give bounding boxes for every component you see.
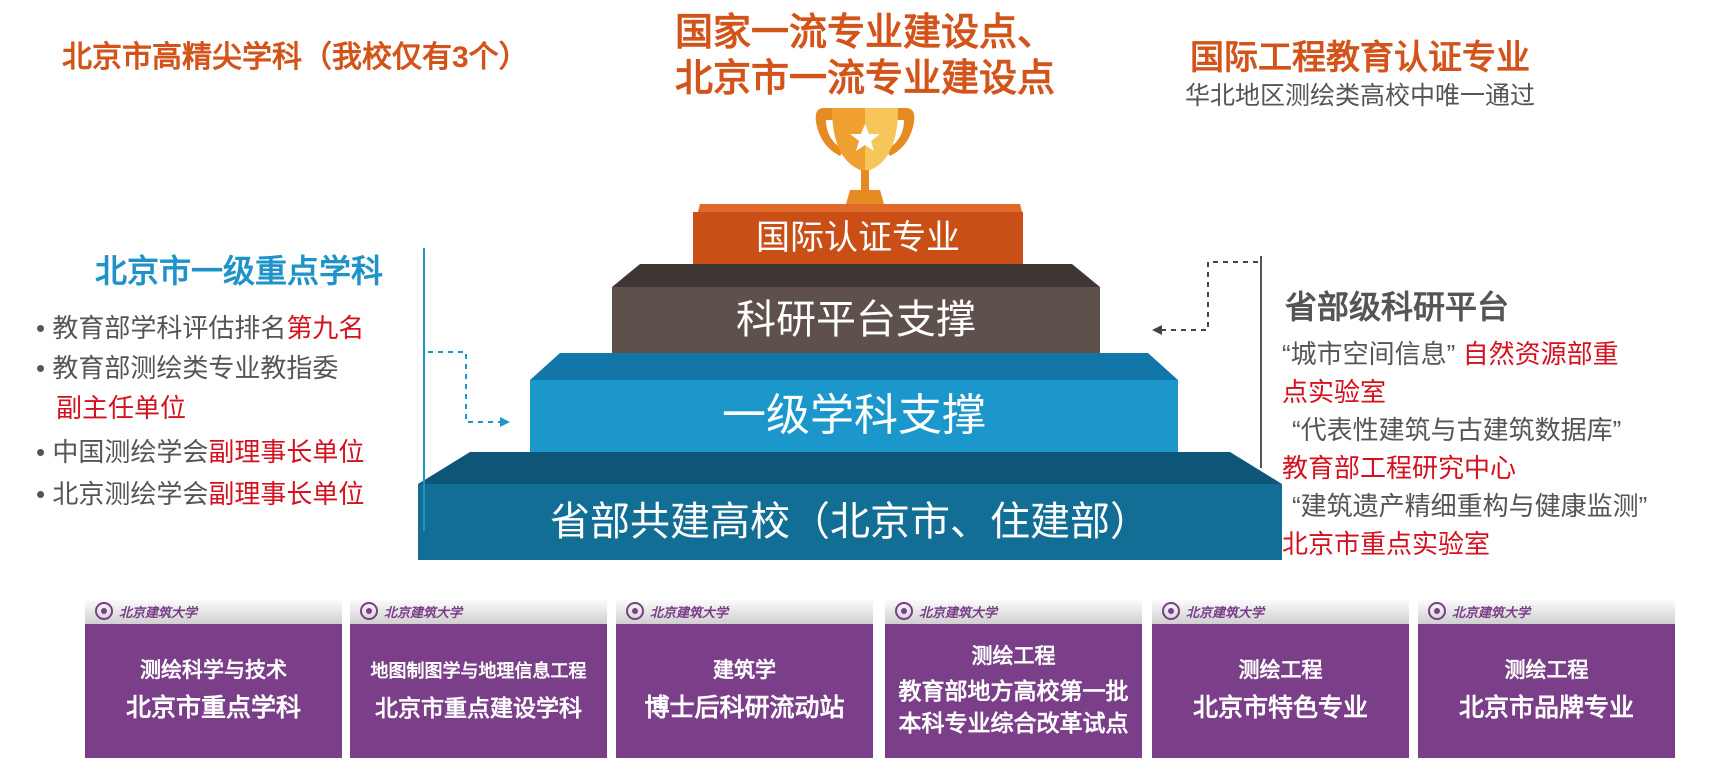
card-school-name: 北京建筑大学 (650, 605, 729, 620)
left-list-item: • 北京测绘学会副理事长单位 (36, 479, 365, 509)
top-center-title: 国家一流专业建设点、 北京市一流专业建设点 (660, 10, 1070, 102)
right-list-item: “城市空间信息” 自然资源部重 (1282, 339, 1619, 369)
card-3: 北京建筑大学 建筑学 博士后科研流动站 (616, 598, 873, 758)
pyramid-step-4-label: 省部共建高校（北京市、住建部） (550, 500, 1150, 544)
top-right-subtitle: 华北地区测绘类高校中唯一通过 (1184, 82, 1535, 110)
card-line1: 地图制图学与地理信息工程 (370, 661, 587, 681)
card-school-name: 北京建筑大学 (1186, 605, 1265, 620)
card-body: 测绘工程 教育部地方高校第一批 本科专业综合改革试点 (885, 624, 1142, 758)
right-list-item: “代表性建筑与古建筑数据库” (1292, 415, 1622, 445)
right-connector-arrow (1162, 261, 1258, 331)
card-body: 测绘科学与技术 北京市重点学科 (85, 624, 342, 758)
card-body: 地图制图学与地理信息工程 北京市重点建设学科 (350, 624, 607, 758)
card-line2: 教育部地方高校第一批 (898, 678, 1129, 704)
left-connector-arrow (428, 351, 500, 423)
school-logo-icon (1428, 602, 1446, 620)
left-divider (423, 248, 425, 531)
card-school-name: 北京建筑大学 (384, 605, 463, 620)
pyramid-step-4-top (418, 452, 1282, 484)
top-right-title: 国际工程教育认证专业 (1190, 39, 1530, 77)
school-logo-icon (95, 602, 113, 620)
trophy-star-icon (850, 124, 880, 151)
card-header: 北京建筑大学 (885, 598, 1142, 624)
card-line1: 测绘工程 (971, 645, 1056, 668)
pyramid-step-2-label: 科研平台支撑 (736, 298, 976, 342)
center-title-line1: 国家一流专业建设点、 (674, 12, 1055, 54)
pyramid-step-3-top (530, 353, 1178, 380)
card-2: 北京建筑大学 地图制图学与地理信息工程 北京市重点建设学科 (350, 598, 607, 758)
card-body: 测绘工程 北京市特色专业 (1152, 624, 1409, 758)
school-logo-icon (895, 602, 913, 620)
left-list-item: • 教育部测绘类专业教指委 (36, 353, 339, 383)
card-school-name: 北京建筑大学 (119, 605, 198, 620)
right-list-item: 教育部工程研究中心 (1282, 453, 1517, 483)
pyramid-step-1-label: 国际认证专业 (756, 219, 960, 257)
card-line2: 北京市重点学科 (125, 694, 301, 722)
card-header: 北京建筑大学 (1152, 598, 1409, 624)
center-title-line2: 北京市一流专业建设点 (674, 58, 1055, 100)
card-line2: 北京市重点建设学科 (375, 695, 582, 721)
card-school-name: 北京建筑大学 (1452, 605, 1531, 620)
card-header: 北京建筑大学 (616, 598, 873, 624)
pyramid-step-1 (693, 212, 1023, 264)
school-logo-icon (360, 602, 378, 620)
right-list-item: 点实验室 (1282, 377, 1387, 407)
pyramid-step-3-label: 一级学科支撑 (722, 391, 986, 440)
card-line1: 测绘工程 (1504, 659, 1589, 682)
pyramid-step-2-top (612, 264, 1100, 287)
card-header: 北京建筑大学 (85, 598, 342, 624)
pyramid-step-2 (612, 287, 1100, 353)
card-line1: 建筑学 (713, 659, 776, 682)
card-body: 建筑学 博士后科研流动站 (616, 624, 873, 758)
right-heading: 省部级科研平台 (1285, 289, 1510, 325)
card-4: 北京建筑大学 测绘工程 教育部地方高校第一批 本科专业综合改革试点 (885, 598, 1142, 758)
pyramid-step-1-top (698, 204, 1022, 212)
trophy-icon (815, 108, 915, 204)
school-logo-icon (1162, 602, 1180, 620)
card-line1: 测绘科学与技术 (140, 659, 287, 682)
top-left-title: 北京市高精尖学科（我校仅有3个） (62, 41, 529, 74)
left-list-item: • 中国测绘学会副理事长单位 (36, 437, 365, 467)
card-school-name: 北京建筑大学 (919, 605, 998, 620)
card-1: 北京建筑大学 测绘科学与技术 北京市重点学科 (85, 598, 342, 758)
card-line2: 北京市特色专业 (1192, 694, 1368, 722)
right-list-item: “建筑遗产精细重构与健康监测” (1292, 491, 1648, 521)
card-line2: 北京市品牌专业 (1458, 694, 1634, 722)
left-list-item: • 教育部学科评估排名第九名 (36, 313, 365, 343)
card-line2: 博士后科研流动站 (644, 694, 845, 722)
left-heading: 北京市一级重点学科 (95, 253, 384, 289)
right-divider (1260, 256, 1262, 468)
card-header: 北京建筑大学 (1418, 598, 1675, 624)
pyramid-step-4 (418, 484, 1282, 560)
card-6: 北京建筑大学 测绘工程 北京市品牌专业 (1418, 598, 1675, 758)
pyramid-step-3 (530, 380, 1178, 452)
right-list-item: 北京市重点实验室 (1282, 529, 1491, 559)
card-header: 北京建筑大学 (350, 598, 607, 624)
card-5: 北京建筑大学 测绘工程 北京市特色专业 (1152, 598, 1409, 758)
card-line1: 测绘工程 (1238, 659, 1323, 682)
left-list-item: 副主任单位 (56, 393, 187, 423)
card-body: 测绘工程 北京市品牌专业 (1418, 624, 1675, 758)
card-line3: 本科专业综合改革试点 (898, 710, 1129, 736)
school-logo-icon (626, 602, 644, 620)
